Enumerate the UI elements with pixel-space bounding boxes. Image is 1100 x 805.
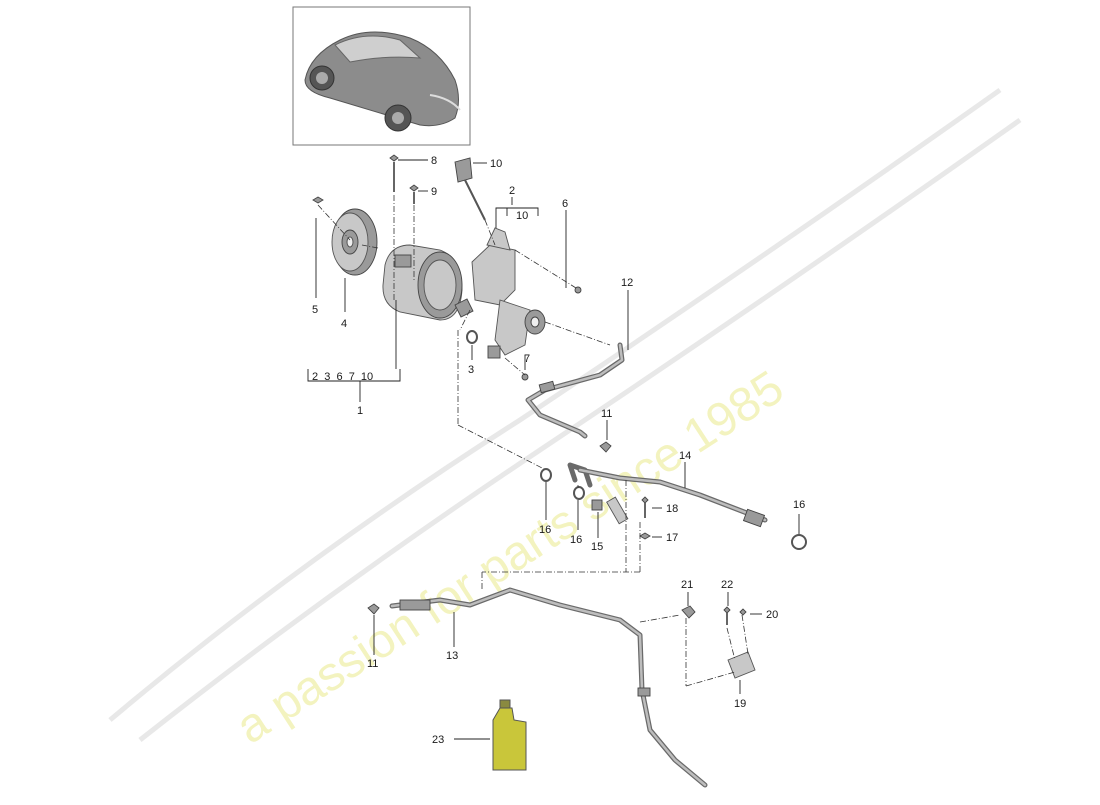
bolt-part-8 [389, 154, 399, 192]
clamp-part-21 [681, 605, 696, 619]
label-15[interactable]: 15 [591, 541, 603, 553]
label-13[interactable]: 13 [446, 650, 458, 662]
label-16-b[interactable]: 16 [570, 534, 582, 546]
label-12[interactable]: 12 [621, 277, 633, 289]
label-3[interactable]: 3 [468, 364, 474, 376]
label-20[interactable]: 20 [766, 609, 778, 621]
bolt-part-9 [409, 184, 419, 204]
clamp-part-11-upper [599, 441, 612, 453]
oring-part-16-b [573, 486, 585, 500]
part-labels: 8 9 10 2 10 6 5 4 2 3 6 7 10 1 3 7 12 11… [312, 155, 805, 746]
label-17[interactable]: 17 [666, 532, 678, 544]
label-9[interactable]: 9 [431, 186, 437, 198]
label-10-sensor[interactable]: 10 [490, 158, 502, 170]
hose-part-12 [525, 342, 625, 439]
watermark-tagline: a passion for parts since 1985 [227, 361, 793, 754]
oring-part-16-c [791, 534, 807, 550]
label-18[interactable]: 18 [666, 503, 678, 515]
bolt-part-7 [521, 373, 529, 381]
label-23[interactable]: 23 [432, 734, 444, 746]
watermark: a passion for parts since 1985 [108, 87, 1022, 754]
car-thumbnail [292, 6, 471, 146]
pump-part-1 [382, 244, 474, 321]
bolt-part-5 [312, 196, 324, 204]
clamp-part-11-lower [367, 603, 380, 615]
oring-part-16-a [540, 468, 552, 482]
bolt-part-6 [574, 286, 582, 294]
label-4[interactable]: 4 [341, 318, 347, 330]
label-21[interactable]: 21 [681, 579, 693, 591]
pulley-part-4 [331, 208, 378, 276]
label-14[interactable]: 14 [679, 450, 691, 462]
label-5[interactable]: 5 [312, 304, 318, 316]
oil-bottle-part-23 [492, 699, 527, 771]
bolt-part-18 [641, 496, 649, 518]
label-2[interactable]: 2 [509, 185, 515, 197]
label-16-a[interactable]: 16 [539, 524, 551, 536]
nut-part-17 [639, 532, 651, 540]
fitting-part-15 [591, 499, 603, 511]
label-16-c[interactable]: 16 [793, 499, 805, 511]
bolt-part-20 [739, 608, 747, 616]
label-7[interactable]: 7 [524, 353, 530, 365]
reservoir-part-2 [471, 227, 546, 359]
label-10-bracket[interactable]: 10 [516, 210, 528, 222]
assembly-lines [317, 195, 749, 687]
label-11-lower[interactable]: 11 [367, 658, 378, 670]
leader-lines [307, 159, 800, 740]
label-19[interactable]: 19 [734, 698, 746, 710]
label-1[interactable]: 1 [357, 405, 363, 417]
label-6[interactable]: 6 [562, 198, 568, 210]
oring-part-3 [466, 330, 478, 344]
bolt-part-22 [723, 606, 731, 625]
label-11-upper[interactable]: 11 [601, 408, 612, 420]
bracket-part-19 [727, 651, 756, 679]
sensor-part-10 [454, 157, 486, 221]
label-8[interactable]: 8 [431, 155, 437, 167]
hose-part-13 [389, 587, 708, 788]
hose-part-14 [567, 462, 768, 528]
label-22[interactable]: 22 [721, 579, 733, 591]
label-group-1-contents: 2 3 6 7 10 [312, 371, 373, 383]
